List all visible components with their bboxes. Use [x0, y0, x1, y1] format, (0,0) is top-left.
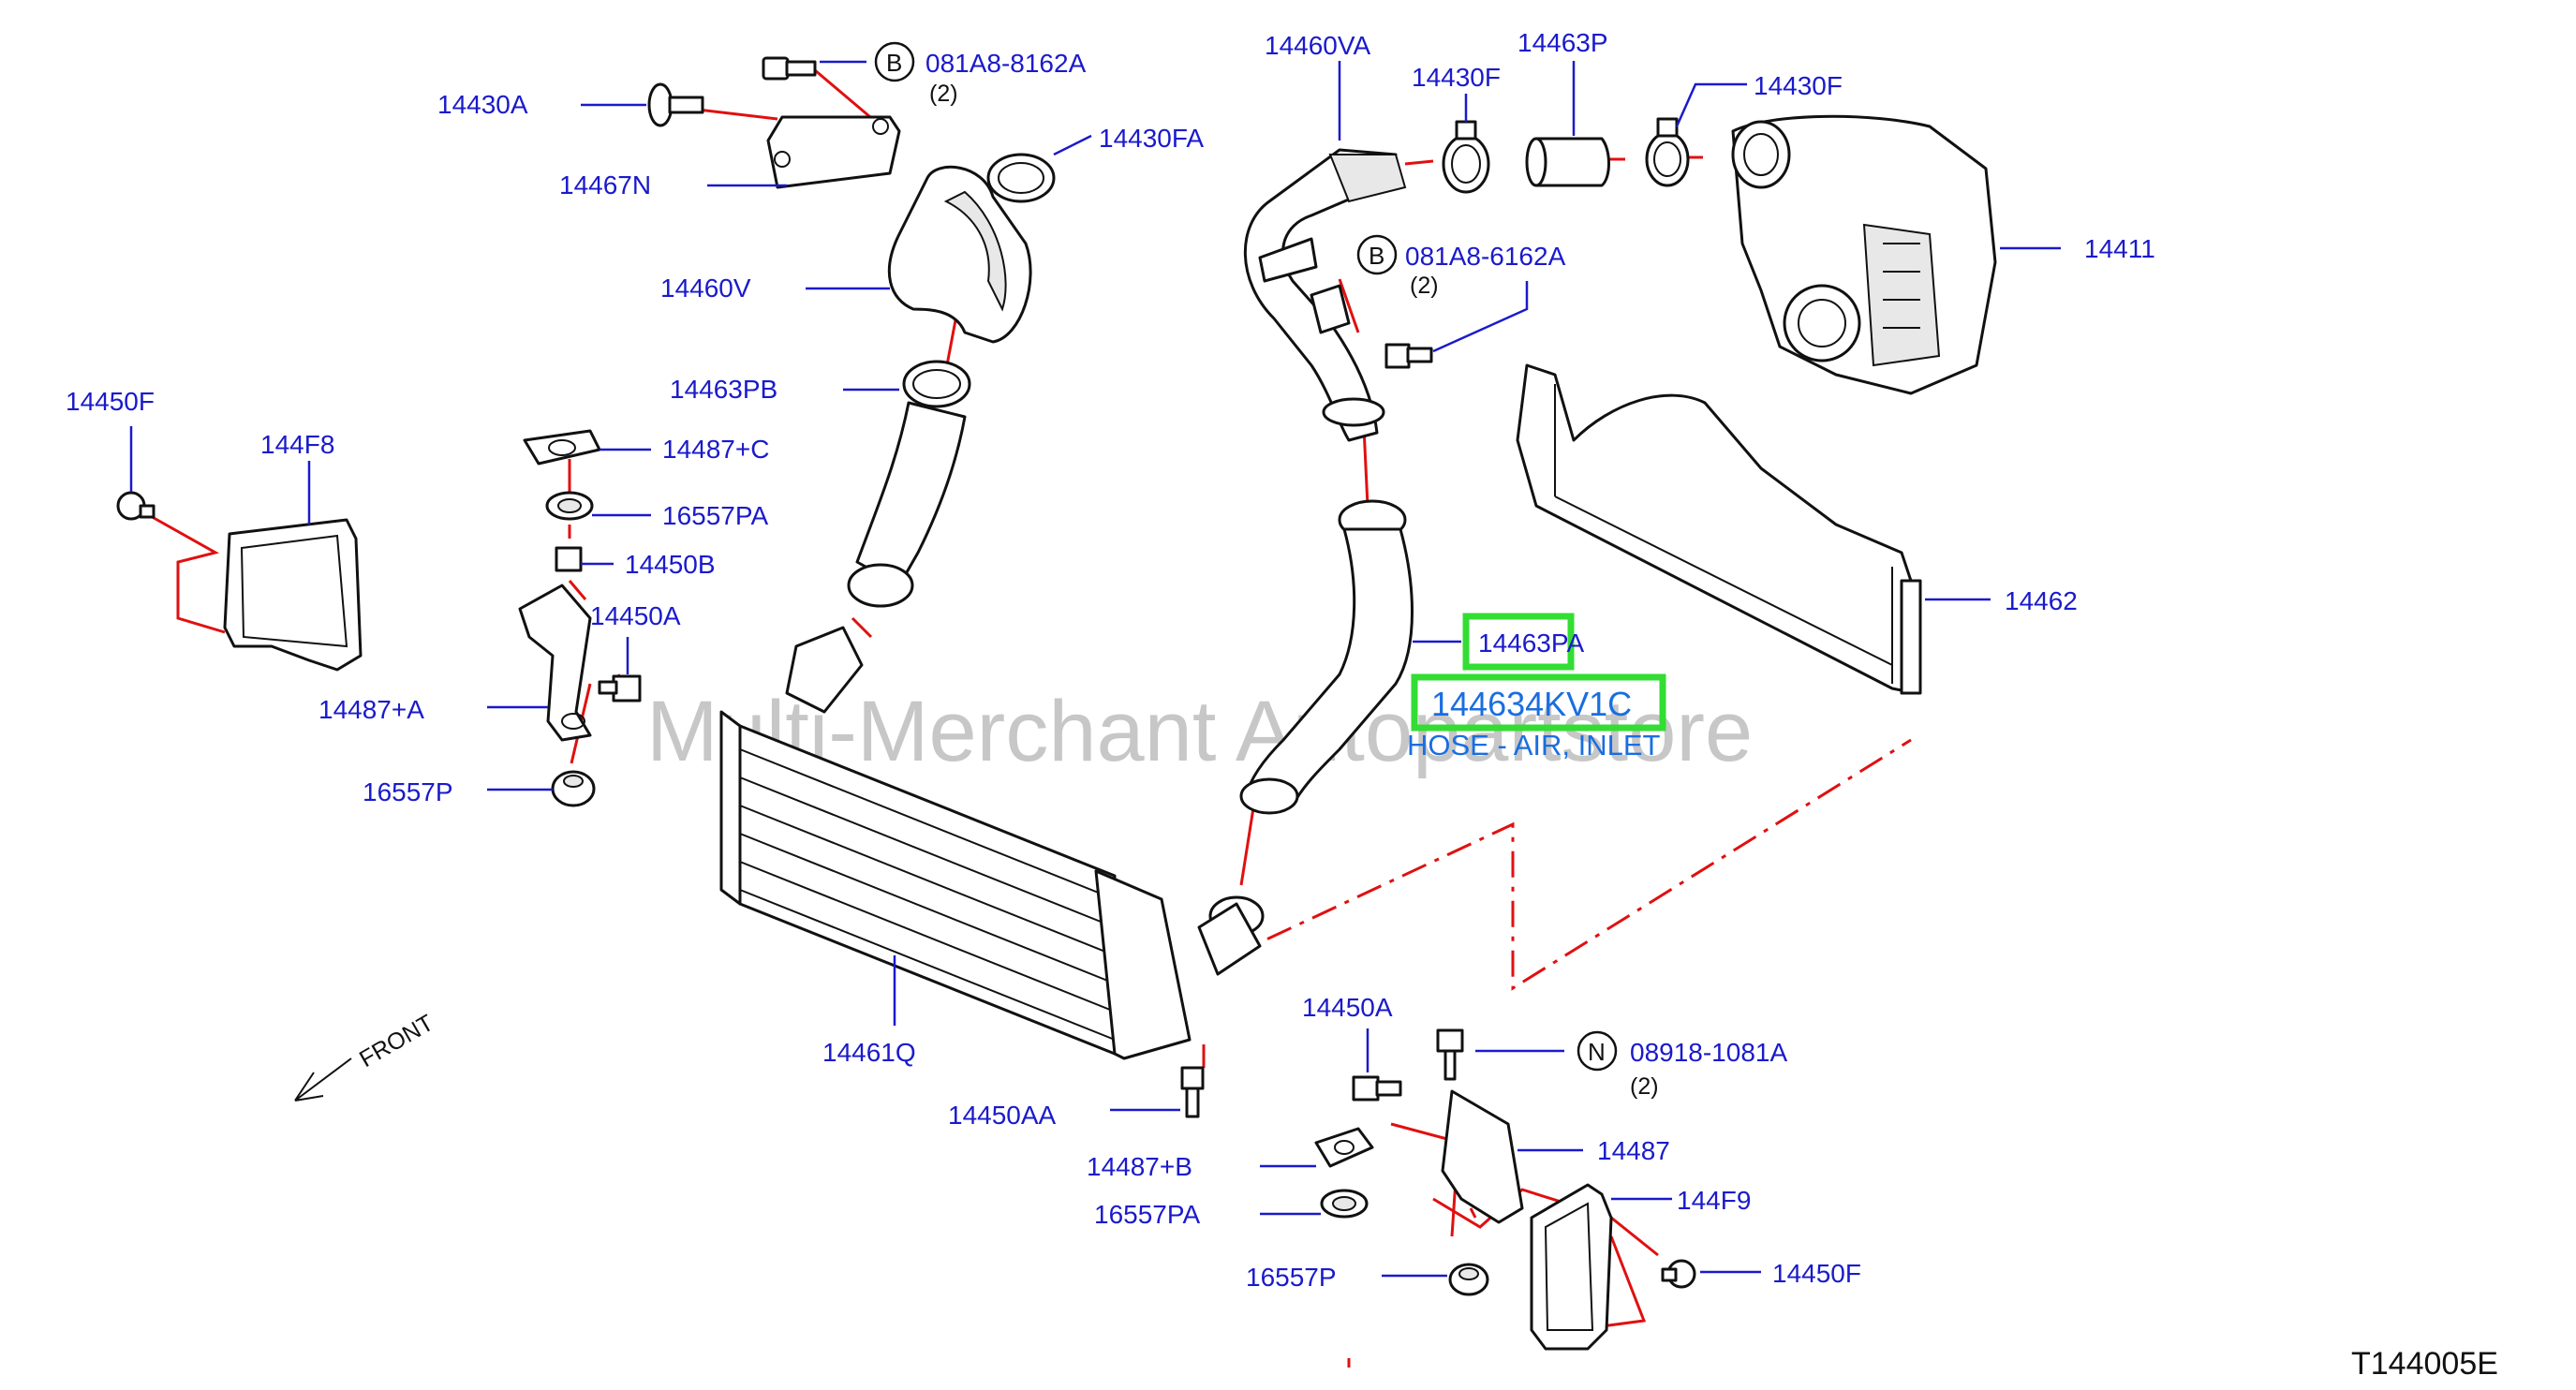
- callout-14487[interactable]: 14487: [1597, 1136, 1670, 1165]
- part-bolt-081a8: [762, 56, 817, 81]
- part-hose-14463p: [1525, 137, 1610, 187]
- callout-081a8-6162a[interactable]: 081A8-6162A: [1405, 242, 1566, 271]
- callout-14462[interactable]: 14462: [2005, 586, 2078, 615]
- callout-14467n[interactable]: 14467N: [559, 170, 651, 200]
- svg-text:N: N: [1588, 1038, 1606, 1066]
- part-bolt-14430a: [647, 82, 704, 127]
- part-clamp-14463pb: [902, 360, 971, 408]
- callout-14463pb[interactable]: 14463PB: [670, 375, 777, 404]
- part-grommet-14487b: [1314, 1127, 1374, 1168]
- callout-16557pa-top[interactable]: 16557PA: [662, 501, 768, 530]
- diagram-code: T144005E: [2351, 1346, 2498, 1382]
- part-mount-16557pa-top: [545, 491, 594, 521]
- part-grommet-14487c: [523, 429, 601, 466]
- leader-lines: [129, 60, 2061, 1278]
- callout-14430a[interactable]: 14430A: [437, 90, 528, 119]
- callout-14450f-left[interactable]: 14450F: [66, 387, 155, 416]
- callout-14487b[interactable]: 14487+B: [1087, 1152, 1192, 1181]
- part-bracket-14487a: [518, 584, 592, 742]
- callout-081a8-8162a[interactable]: 081A8-8162A: [925, 49, 1087, 78]
- callout-14450b[interactable]: 14450B: [625, 550, 716, 579]
- front-arrow: [294, 1057, 352, 1102]
- part-hose-lower-left: [847, 401, 967, 608]
- callout-081a8-8162a-qty: (2): [929, 81, 958, 107]
- callout-14430f-a[interactable]: 14430F: [1412, 63, 1501, 92]
- callout-16557p-low[interactable]: 16557P: [1246, 1263, 1337, 1292]
- callout-144f9[interactable]: 144F9: [1677, 1186, 1751, 1215]
- callout-08918-1081a-qty: (2): [1630, 1073, 1659, 1100]
- part-bolt-14450a-mid: [598, 674, 642, 702]
- part-bolt-14450a-low: [1352, 1075, 1402, 1102]
- part-hose-upper-14460va: [1243, 148, 1407, 442]
- front-label: FRONT: [355, 1010, 438, 1072]
- part-clip-14450f-left: [116, 491, 155, 521]
- callout-14487c[interactable]: 14487+C: [662, 435, 769, 464]
- part-clip-14450f-right: [1661, 1259, 1696, 1289]
- part-clamp-14430f-a: [1442, 120, 1490, 194]
- part-hose-14463pa: [1239, 527, 1414, 815]
- callout-14461q[interactable]: 14461Q: [822, 1038, 916, 1067]
- part-clamp-lower-hose: [1322, 397, 1407, 540]
- callout-14450a-mid[interactable]: 14450A: [590, 601, 681, 630]
- callout-14430fa[interactable]: 14430FA: [1099, 124, 1204, 153]
- part-bracket-14467n: [766, 115, 901, 189]
- callout-14487a[interactable]: 14487+A: [318, 695, 424, 724]
- part-clamp-14430fa: [986, 153, 1056, 203]
- callout-081a8-6162a-qty: (2): [1410, 273, 1439, 299]
- highlight-part-number[interactable]: 144634KV1C: [1431, 685, 1632, 723]
- circle-mark-b-2: B: [1356, 234, 1398, 275]
- callout-14460v[interactable]: 14460V: [660, 274, 751, 303]
- callout-14460va[interactable]: 14460VA: [1265, 31, 1370, 60]
- callout-16557p-left[interactable]: 16557P: [363, 777, 453, 806]
- part-bracket-14487: [1441, 1089, 1524, 1224]
- svg-text:B: B: [886, 49, 902, 77]
- callout-14450a-low[interactable]: 14450A: [1302, 993, 1393, 1022]
- part-intercooler-14461q: [719, 626, 1265, 1060]
- part-clamp-14430f-b: [1645, 117, 1690, 187]
- part-mount-16557p-left: [551, 770, 596, 807]
- part-panel-14462: [1516, 363, 1922, 695]
- part-bolt-14450aa: [1180, 1066, 1205, 1118]
- callout-14450aa[interactable]: 14450AA: [948, 1101, 1057, 1130]
- callout-14450f-right[interactable]: 14450F: [1772, 1259, 1861, 1288]
- part-mount-16557p-low: [1448, 1263, 1489, 1296]
- highlight-ref-box: [1462, 613, 1575, 671]
- circle-mark-b-1: B: [874, 41, 915, 82]
- callout-08918-1081a[interactable]: 08918-1081A: [1630, 1038, 1787, 1067]
- part-seal-144f9: [1530, 1183, 1613, 1351]
- part-bolt-081a8-6162a: [1384, 343, 1433, 369]
- part-nut-14450b: [555, 546, 583, 572]
- highlight-ref[interactable]: 14463PA: [1478, 628, 1584, 658]
- callout-144f8[interactable]: 144F8: [260, 430, 334, 459]
- part-nut-08918: [1436, 1028, 1464, 1081]
- part-turbo-14411: [1731, 114, 1997, 395]
- svg-text:B: B: [1369, 242, 1384, 270]
- part-mount-16557pa-low: [1320, 1189, 1369, 1219]
- callout-14411[interactable]: 14411: [2084, 234, 2155, 263]
- part-seal-144f8: [223, 518, 363, 672]
- callout-16557pa-low[interactable]: 16557PA: [1094, 1200, 1200, 1229]
- part-duct-14460v: [887, 165, 1032, 344]
- highlight-partnumber-box: [1411, 673, 1666, 732]
- circle-mark-n: N: [1577, 1030, 1618, 1072]
- callout-14430f-b[interactable]: 14430F: [1754, 71, 1843, 100]
- callout-14463p[interactable]: 14463P: [1517, 28, 1608, 57]
- highlighted-part[interactable]: 14463PA 144634KV1C HOSE - AIR, INLET: [1407, 613, 1666, 762]
- highlight-description: HOSE - AIR, INLET: [1407, 729, 1661, 762]
